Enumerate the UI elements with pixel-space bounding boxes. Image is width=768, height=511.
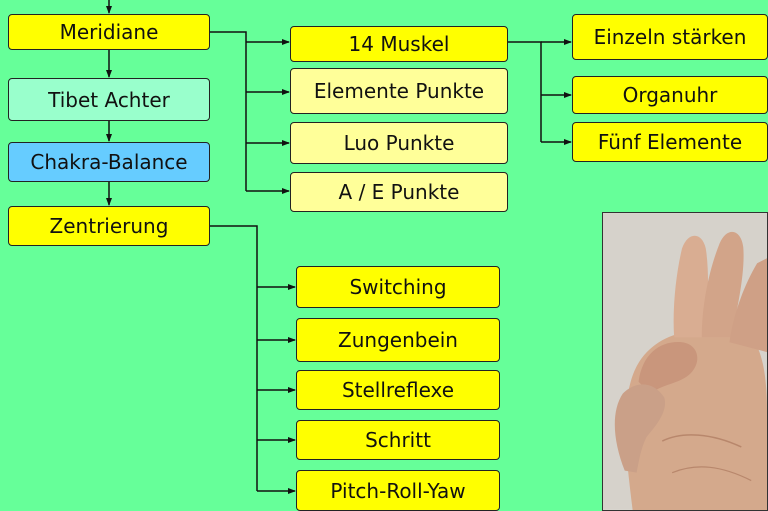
node-fuenf-elemente[interactable]: Fünf Elemente — [572, 122, 768, 162]
node-ae-punkte[interactable]: A / E Punkte — [290, 172, 508, 212]
node-luo-punkte[interactable]: Luo Punkte — [290, 122, 508, 164]
hand-icon — [603, 213, 767, 510]
node-switching[interactable]: Switching — [296, 266, 500, 308]
node-organuhr[interactable]: Organuhr — [572, 76, 768, 114]
node-stellreflexe[interactable]: Stellreflexe — [296, 370, 500, 410]
node-zungenbein[interactable]: Zungenbein — [296, 318, 500, 362]
connector-meridiane-trunk — [210, 31, 247, 191]
node-schritt[interactable]: Schritt — [296, 420, 500, 460]
node-chakra-balance[interactable]: Chakra-Balance — [8, 142, 210, 182]
connector-zentrierung-trunk — [210, 225, 258, 491]
node-14-muskel[interactable]: 14 Muskel — [290, 26, 508, 62]
node-pitch-roll-yaw[interactable]: Pitch-Roll-Yaw — [296, 470, 500, 511]
node-elemente-punkte[interactable]: Elemente Punkte — [290, 68, 508, 114]
connector-muskel-trunk — [508, 41, 542, 142]
hand-mudra-photo — [602, 212, 768, 511]
node-einzeln-staerken[interactable]: Einzeln stärken — [572, 14, 768, 60]
node-zentrierung[interactable]: Zentrierung — [8, 206, 210, 246]
node-tibet-achter[interactable]: Tibet Achter — [8, 78, 210, 121]
node-meridiane[interactable]: Meridiane — [8, 14, 210, 50]
